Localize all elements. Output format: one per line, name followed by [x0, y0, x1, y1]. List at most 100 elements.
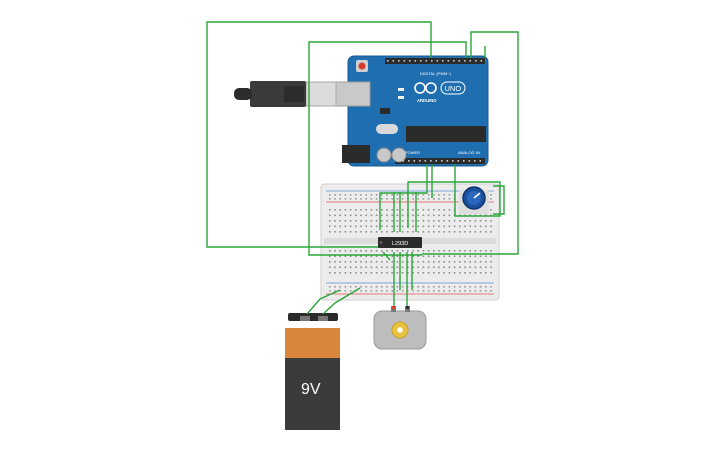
- breadboard-hole: [391, 255, 393, 258]
- breadboard-hole: [391, 250, 393, 252]
- breadboard-hole: [407, 261, 409, 263]
- rail-hole: [417, 290, 419, 292]
- breadboard-hole: [438, 225, 440, 228]
- header-pin: [453, 60, 455, 62]
- power-jack[interactable]: [342, 145, 370, 163]
- rail-hole: [490, 194, 492, 196]
- rail-hole: [407, 290, 409, 292]
- potentiometer-icon[interactable]: [459, 186, 489, 214]
- breadboard-hole: [422, 272, 425, 274]
- breadboard-hole: [339, 209, 341, 211]
- breadboard-hole: [375, 261, 378, 263]
- analog-power-header[interactable]: [395, 158, 485, 164]
- breadboard-hole: [448, 250, 451, 252]
- rail-hole: [412, 198, 414, 200]
- dc-motor-icon[interactable]: [373, 306, 427, 350]
- header-pin: [408, 160, 410, 162]
- breadboard-hole: [355, 250, 357, 252]
- breadboard-hole: [386, 261, 388, 263]
- rail-hole: [344, 198, 347, 200]
- breadboard-hole: [453, 250, 456, 252]
- breadboard-hole: [448, 214, 451, 217]
- breadboard-hole: [485, 261, 487, 263]
- breadboard-hole: [417, 255, 419, 258]
- breadboard-hole: [401, 255, 404, 258]
- rail-hole: [334, 194, 336, 196]
- breadboard-hole: [479, 220, 482, 222]
- wire-pin-c[interactable]: [422, 31, 519, 255]
- rail-hole: [427, 290, 430, 292]
- rail-hole: [485, 290, 487, 292]
- rail-hole: [443, 290, 445, 292]
- breadboard-hole: [349, 272, 352, 274]
- breadboard-hole: [469, 266, 471, 269]
- breadboard-hole: [448, 220, 451, 222]
- breadboard-hole: [438, 231, 440, 233]
- breadboard-hole: [355, 225, 357, 228]
- rail-hole: [360, 198, 362, 200]
- breadboard-hole: [396, 231, 399, 233]
- wire-5v[interactable]: [379, 164, 428, 230]
- l293d-ic[interactable]: L293D: [378, 237, 422, 248]
- breadboard-hole: [381, 231, 383, 233]
- header-pin: [398, 60, 400, 62]
- breadboard-hole: [453, 272, 456, 274]
- rail-hole: [349, 290, 352, 292]
- wire-pot-loop[interactable]: [493, 185, 505, 215]
- rail-hole: [407, 286, 409, 288]
- rail-hole: [391, 290, 393, 292]
- breadboard-hole: [469, 272, 471, 274]
- rail-hole: [433, 198, 435, 200]
- analog-pins-label: ANALOG IN: [458, 150, 480, 155]
- rail-hole: [422, 286, 425, 288]
- rail-hole: [381, 286, 383, 288]
- header-pin: [458, 60, 461, 62]
- wire-analog-to-pot[interactable]: [407, 164, 501, 228]
- arduino-uno-board[interactable]: ARDUINO UNO DIGITAL (PWM~) ANALOG IN POW…: [335, 55, 489, 167]
- breadboard-hole: [386, 214, 388, 217]
- breadboard-hole: [485, 220, 487, 222]
- header-pin: [403, 60, 406, 62]
- breadboard-hole: [355, 255, 357, 258]
- breadboard-hole: [433, 209, 435, 211]
- wire-pin-b[interactable]: [308, 41, 467, 256]
- breadboard-hole: [427, 266, 430, 269]
- digital-header[interactable]: [385, 58, 485, 64]
- breadboard-hole: [370, 209, 373, 211]
- breadboard-hole: [381, 272, 383, 274]
- breadboard-hole: [490, 261, 492, 263]
- breadboard-hole: [386, 250, 388, 252]
- breadboard-hole: [459, 261, 461, 263]
- arduino-brand-label: ARDUINO: [417, 98, 437, 103]
- rail-hole: [391, 198, 393, 200]
- rail-hole: [464, 290, 466, 292]
- breadboard-hole: [417, 225, 419, 228]
- breadboard-hole: [391, 225, 393, 228]
- header-pin: [446, 160, 449, 162]
- breadboard-hole: [329, 209, 331, 211]
- breadboard-hole: [339, 261, 341, 263]
- breadboard-hole: [469, 220, 471, 222]
- usb-cable-icon[interactable]: [234, 81, 337, 107]
- breadboard-hole: [365, 220, 367, 222]
- wire-battery-neg[interactable]: [322, 287, 361, 315]
- header-pin: [424, 160, 427, 162]
- usb-port[interactable]: [335, 81, 371, 107]
- wire-pin-a[interactable]: [206, 21, 432, 248]
- breadboard-hole: [459, 225, 461, 228]
- battery-icon[interactable]: 9V: [285, 313, 340, 430]
- rail-hole: [464, 286, 466, 288]
- breadboard-hole: [334, 220, 336, 222]
- breadboard-hole: [464, 255, 466, 258]
- breadboard-hole: [329, 266, 331, 269]
- breadboard-hole: [422, 231, 425, 233]
- breadboard-hole: [365, 266, 367, 269]
- breadboard-hole: [344, 214, 347, 217]
- wire-ic-4[interactable]: [382, 251, 391, 261]
- rail-hole: [344, 286, 347, 288]
- rail-hole: [490, 286, 492, 288]
- breadboard-hole: [469, 231, 471, 233]
- wire-battery-pos[interactable]: [306, 289, 341, 315]
- breadboard-hole: [329, 255, 331, 258]
- breadboard-hole: [401, 209, 404, 211]
